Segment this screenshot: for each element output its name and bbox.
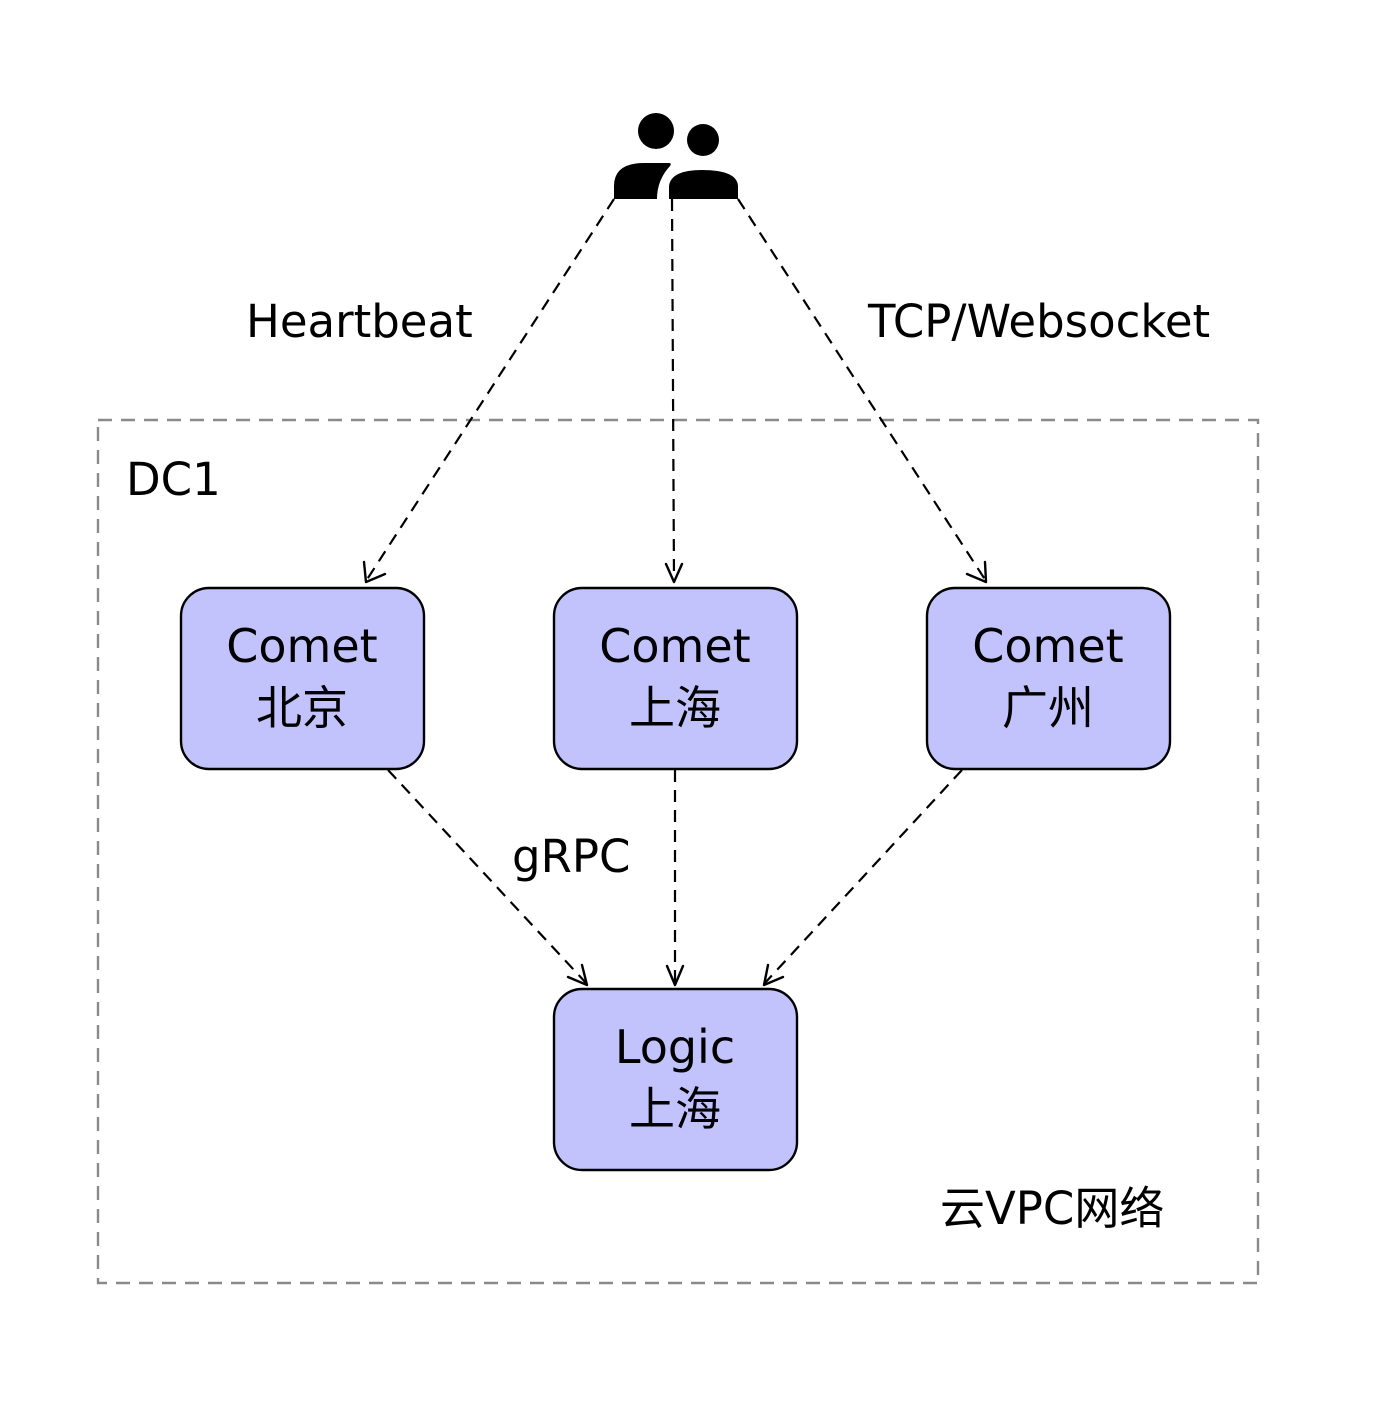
dc1-region — [96, 418, 1260, 1285]
arrowhead-comet-shanghai — [664, 562, 684, 584]
edge-users-to-comet-guangzhou — [737, 198, 987, 582]
arrowhead-comet-guangzhou — [965, 560, 988, 584]
node-logic-shanghai[interactable]: Logic 上海 — [552, 987, 799, 1172]
node-logic-shanghai-box — [552, 987, 799, 1172]
edge-comet-beijing-to-logic — [387, 769, 588, 985]
heartbeat-label: Heartbeat — [246, 295, 473, 348]
node-comet-guangzhou-line2: 广州 — [1002, 681, 1094, 735]
node-comet-guangzhou-line1: Comet — [972, 619, 1123, 673]
node-logic-shanghai-line1: Logic — [615, 1020, 735, 1074]
arrowhead-logic-from-beijing — [566, 963, 589, 987]
arrowhead-comet-beijing — [362, 560, 387, 584]
node-comet-shanghai-line1: Comet — [599, 619, 750, 673]
edge-users-to-comet-shanghai — [670, 198, 676, 582]
users-icon — [614, 113, 738, 199]
node-comet-beijing[interactable]: Comet 北京 — [179, 586, 426, 771]
node-comet-shanghai-line2: 上海 — [629, 681, 721, 735]
node-comet-shanghai[interactable]: Comet 上海 — [552, 586, 799, 771]
node-comet-beijing-line1: Comet — [226, 619, 377, 673]
transport-label: TCP/Websocket — [867, 295, 1210, 348]
dc1-label: DC1 — [126, 453, 221, 506]
node-comet-shanghai-box — [552, 586, 799, 771]
node-logic-shanghai-line2: 上海 — [629, 1082, 721, 1136]
node-comet-beijing-line2: 北京 — [256, 681, 348, 735]
grpc-label: gRPC — [512, 830, 630, 883]
edge-users-to-comet-beijing — [365, 198, 615, 582]
arrowhead-logic-from-shanghai — [665, 964, 685, 987]
node-comet-beijing-box — [179, 586, 426, 771]
edge-comet-guangzhou-to-logic — [763, 769, 963, 985]
vpc-network-label: 云VPC网络 — [940, 1182, 1164, 1235]
node-comet-guangzhou-box — [925, 586, 1172, 771]
arrowhead-logic-from-guangzhou — [762, 963, 785, 987]
node-comet-guangzhou[interactable]: Comet 广州 — [925, 586, 1172, 771]
